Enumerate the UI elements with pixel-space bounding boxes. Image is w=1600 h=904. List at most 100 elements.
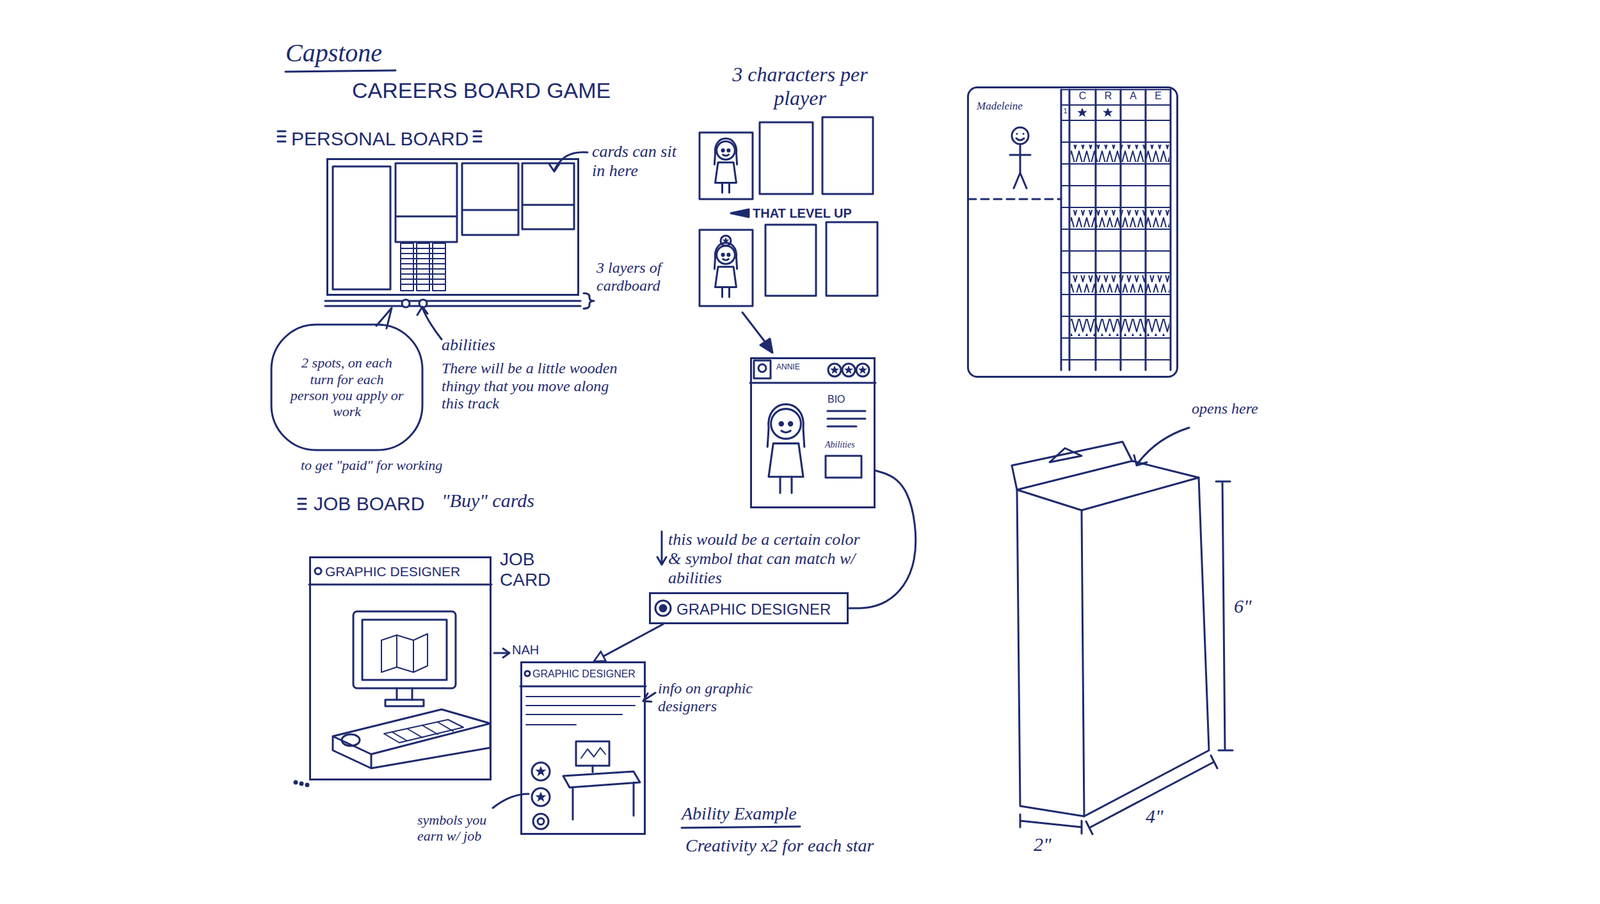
character-cards <box>699 132 753 200</box>
level-up-marker <box>730 209 749 217</box>
leader-arrow <box>760 338 773 353</box>
note-text: to get "paid" for working <box>300 456 455 473</box>
character-cards <box>714 138 737 193</box>
card-heading: JOB CARD <box>499 549 561 591</box>
stick-figure <box>1009 127 1031 189</box>
leader-arrow <box>492 793 529 808</box>
abilities-heading: Abilities <box>824 439 856 450</box>
ability-track <box>400 243 446 291</box>
title-underline <box>285 70 396 72</box>
turn-spots <box>401 299 410 308</box>
score-grid <box>1102 107 1113 117</box>
character-card-art <box>750 382 876 384</box>
section-heading: JOB BOARD <box>313 492 425 516</box>
job-card-art <box>384 719 464 743</box>
bubble-outline <box>271 324 423 450</box>
leader-arrow <box>657 531 667 565</box>
character-cards <box>714 242 737 297</box>
job-card-art <box>294 780 297 784</box>
score-grid <box>1061 89 1171 360</box>
character-card-art <box>828 363 841 377</box>
board-slots <box>332 163 575 290</box>
game-box <box>1011 441 1209 816</box>
character-card-art <box>758 364 767 372</box>
character-card-art <box>827 410 866 427</box>
character-card-art <box>842 363 856 377</box>
job-card-back-art <box>592 765 594 772</box>
dimension-line <box>1020 481 1233 834</box>
character-card-art <box>844 365 854 374</box>
note-text: info on graphic designers <box>657 679 770 715</box>
game-box <box>1016 460 1199 490</box>
character-cards <box>721 236 729 244</box>
score-grid <box>968 89 1171 370</box>
job-card-art <box>353 611 456 688</box>
note-text: THAT LEVEL UP <box>752 206 852 221</box>
character-card-art <box>825 455 862 478</box>
character-card-art <box>767 403 805 493</box>
job-card-back-art <box>520 670 646 829</box>
game-box <box>1011 441 1133 490</box>
character-name: ANNIE <box>776 362 800 372</box>
job-banner-icon <box>655 600 671 616</box>
connector <box>593 624 664 662</box>
score-grid <box>1061 89 1171 370</box>
note-text: opens here <box>1191 400 1269 418</box>
job-card-back-art <box>535 766 547 777</box>
job-card-back-art <box>524 670 530 676</box>
dimension-line <box>1216 481 1233 751</box>
job-card-art <box>385 699 424 706</box>
job-card-art <box>305 783 309 786</box>
table-header: R <box>1095 90 1121 102</box>
board-slots <box>522 163 575 230</box>
job-card-back-art <box>531 762 550 781</box>
leader-arrow <box>494 648 510 658</box>
job-card-art <box>396 688 413 700</box>
heading-marks <box>298 498 306 509</box>
job-title: GRAPHIC DESIGNER <box>325 563 461 580</box>
game-box <box>1081 477 1209 816</box>
job-card-art <box>294 567 492 786</box>
job-card-back-art <box>533 813 549 829</box>
section-heading: "Buy" cards <box>441 489 535 512</box>
job-card-art <box>341 734 360 746</box>
note-text: Creativity x2 for each star <box>685 835 874 856</box>
leader-arrow <box>1134 427 1190 466</box>
heading-underline <box>681 826 800 828</box>
job-card-art <box>381 633 428 672</box>
character-cards <box>826 222 878 296</box>
job-card-art <box>332 709 491 768</box>
subtitle: CAREERS BOARD GAME <box>352 78 611 104</box>
game-box <box>1049 448 1082 463</box>
heading-underline <box>681 826 800 828</box>
note-text: There will be a little wooden thingy tha… <box>441 359 634 413</box>
sheet-title: Capstone <box>285 38 383 68</box>
leader-arrow <box>742 312 768 346</box>
note-text: NAH <box>512 642 539 658</box>
stick-figure <box>1009 133 1031 189</box>
table-header: C <box>1069 90 1096 102</box>
character-cards <box>822 117 873 194</box>
score-grid <box>1077 107 1087 117</box>
job-card-back-art <box>576 741 610 766</box>
leader-arrow <box>417 306 442 340</box>
stick-figure <box>1011 127 1029 144</box>
speech-bubble: 2 spots, on each turn for each person yo… <box>270 323 424 452</box>
row-number: 1 <box>1061 106 1070 116</box>
dimension-label: 4" <box>1145 805 1164 828</box>
job-title: GRAPHIC DESIGNER <box>532 668 636 680</box>
character-cards <box>699 229 753 306</box>
level-up-marker <box>730 209 749 217</box>
leader-arrow <box>742 312 773 353</box>
leader-arrow <box>549 152 588 172</box>
character-card-art <box>753 360 771 379</box>
board-heading: PERSONAL BOARD <box>291 128 469 151</box>
ability-track <box>416 243 430 291</box>
job-card-back-art <box>563 771 640 820</box>
cardboard-layers <box>583 293 594 309</box>
character-cards <box>699 117 878 306</box>
board-slots <box>462 163 519 235</box>
score-sheet: Madeleine <box>967 86 1179 378</box>
